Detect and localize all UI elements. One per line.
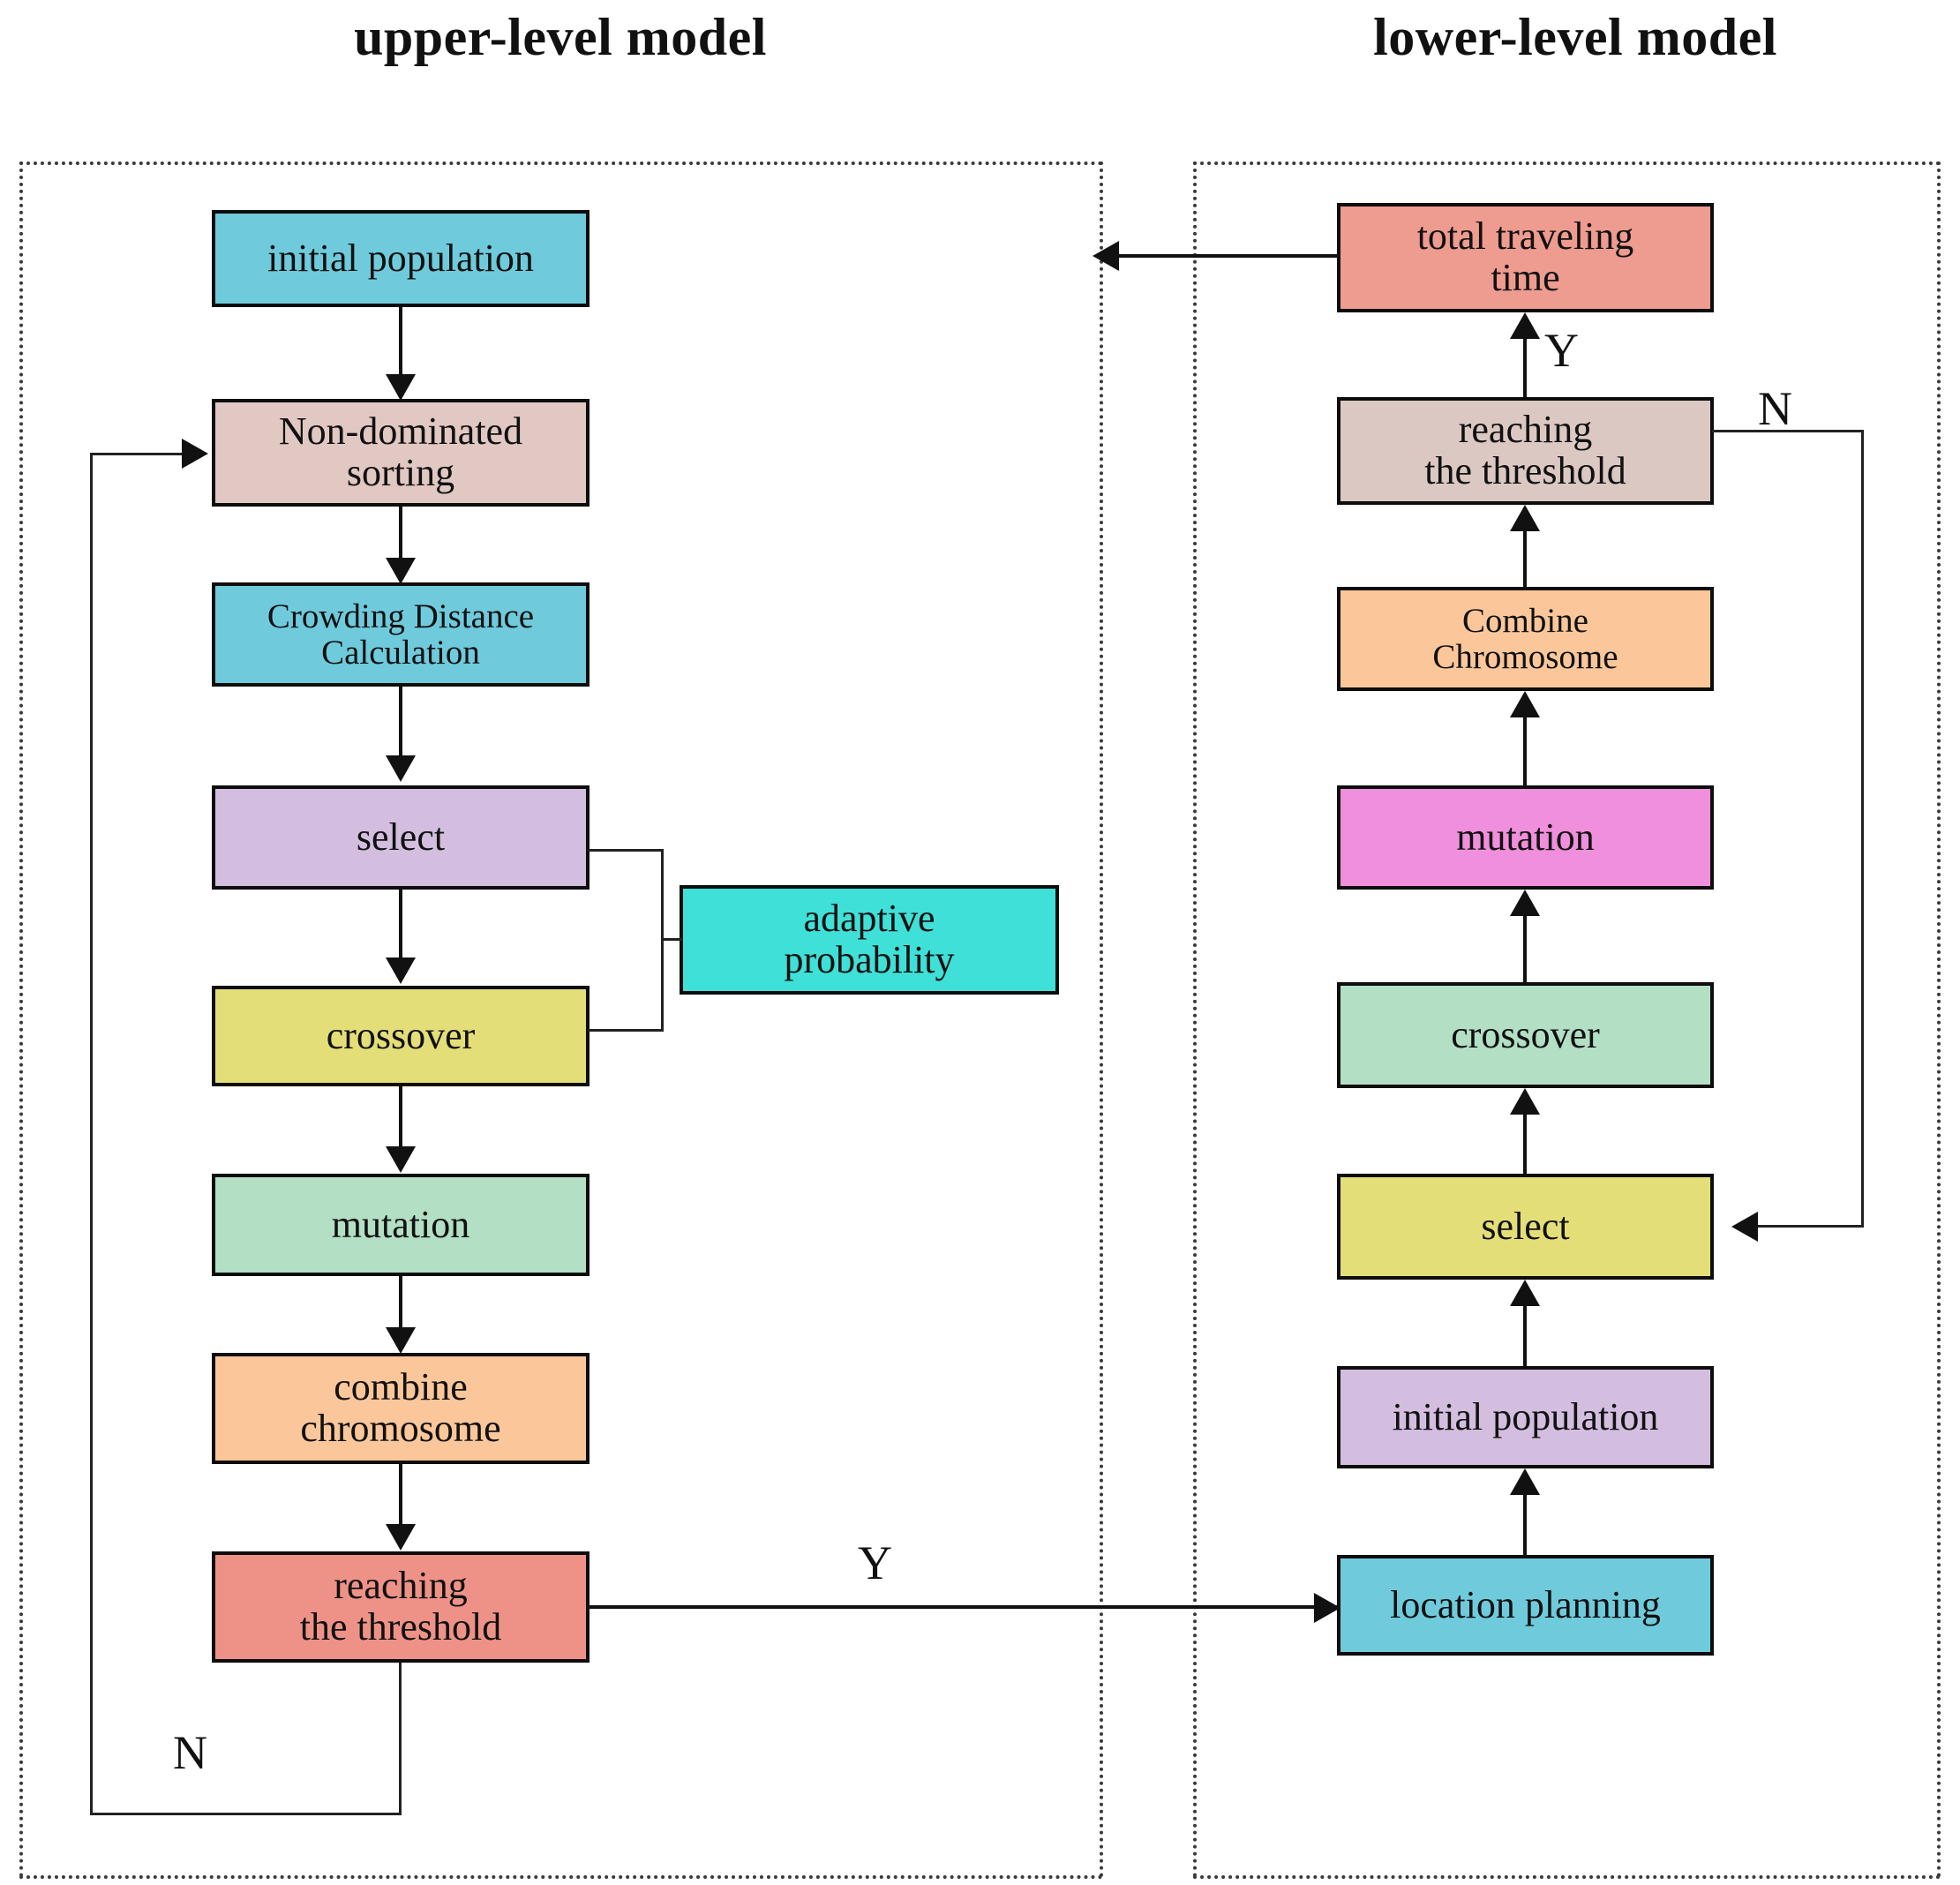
node-label: combine chromosome <box>300 1365 501 1450</box>
arrowhead-total-traveling-time <box>1510 312 1540 339</box>
upper-node-select[interactable]: select <box>212 785 590 890</box>
node-label: Crowding Distance Calculation <box>267 597 535 672</box>
upper-level-panel <box>19 161 1103 1879</box>
arrowhead-select <box>386 755 416 782</box>
edge-total-time-to-upper <box>1115 254 1339 258</box>
edge-threshold-to-total-yes <box>1523 337 1527 397</box>
edge-label-lower-no: N <box>1758 382 1792 435</box>
upper-node-non-dominated-sorting[interactable]: Non-dominated sorting <box>212 399 590 507</box>
edge-lower-no-right <box>1861 430 1864 1227</box>
edge-location-to-initial <box>1523 1491 1527 1555</box>
node-label: initial population <box>1392 1394 1659 1438</box>
edge-select-to-bracket <box>588 849 664 852</box>
edge-initial-to-select <box>1523 1304 1527 1366</box>
lower-node-location-planning[interactable]: location planning <box>1337 1555 1714 1656</box>
arrowhead-crowding <box>386 558 416 584</box>
node-label: total traveling time <box>1416 214 1634 299</box>
lower-node-combine-chromosome[interactable]: Combine Chromosome <box>1337 587 1714 691</box>
upper-node-crossover[interactable]: crossover <box>212 986 590 1086</box>
node-label: initial population <box>267 236 534 280</box>
edge-crowding-to-select <box>399 687 402 761</box>
arrowhead-lower-select <box>1510 1280 1540 1306</box>
node-label: reaching the threshold <box>1424 408 1626 492</box>
edge-select-to-crossover-lower <box>1523 1113 1527 1174</box>
node-label: location planning <box>1390 1582 1661 1626</box>
arrowhead-combine <box>386 1327 416 1354</box>
arrowhead-threshold <box>386 1524 416 1551</box>
edge-no-left <box>90 454 93 1815</box>
upper-node-initial-population[interactable]: initial population <box>212 210 590 307</box>
node-label: select <box>356 815 446 859</box>
edge-lower-no-top <box>1712 430 1864 432</box>
edge-mutation-to-combine <box>399 1276 402 1331</box>
edge-combine-to-threshold <box>399 1464 402 1528</box>
arrowhead-mutation <box>386 1146 416 1173</box>
upper-node-crowding-distance-calculation[interactable]: Crowding Distance Calculation <box>212 582 590 687</box>
lower-node-select[interactable]: select <box>1337 1174 1714 1280</box>
edge-crossover-to-bracket <box>588 1029 664 1032</box>
node-label: mutation <box>331 1202 470 1246</box>
node-label: crossover <box>1451 1012 1600 1056</box>
edge-select-to-crossover <box>399 890 402 961</box>
lower-level-panel <box>1193 161 1941 1879</box>
arrowhead-lower-threshold <box>1510 505 1540 531</box>
node-label: mutation <box>1456 815 1595 859</box>
node-label: reaching the threshold <box>299 1564 502 1648</box>
arrowhead-no-into-sorting <box>182 439 208 469</box>
lower-node-mutation[interactable]: mutation <box>1337 785 1714 890</box>
upper-node-mutation[interactable]: mutation <box>212 1174 590 1276</box>
upper-node-combine-chromosome[interactable]: combine chromosome <box>212 1353 590 1464</box>
edge-label-upper-no: N <box>173 1726 207 1779</box>
node-label: Non-dominated sorting <box>278 409 523 494</box>
arrowhead-crossover <box>386 958 416 984</box>
arrowhead-lower-combine <box>1510 691 1540 717</box>
lower-node-crossover[interactable]: crossover <box>1337 982 1714 1088</box>
edge-label-lower-yes: Y <box>1544 324 1579 377</box>
upper-level-title: upper-level model <box>354 8 767 66</box>
node-label: Combine Chromosome <box>1432 601 1618 676</box>
lower-node-initial-population[interactable]: initial population <box>1337 1366 1714 1468</box>
edge-sorting-to-crowding <box>399 507 402 561</box>
edge-lower-no-bottom <box>1756 1225 1864 1228</box>
edge-no-bottom <box>90 1813 402 1815</box>
edge-crossover-to-mutation-lower <box>1523 914 1527 982</box>
arrowhead-lower-mutation <box>1510 890 1540 916</box>
edge-crossover-to-mutation <box>399 1086 402 1150</box>
upper-node-reaching-the-threshold[interactable]: reaching the threshold <box>212 1551 590 1663</box>
upper-node-adaptive-probability[interactable]: adaptive probability <box>680 885 1059 995</box>
edge-combine-to-threshold-lower <box>1523 529 1527 587</box>
edge-label-upper-yes: Y <box>858 1536 892 1589</box>
edge-initial-to-sorting <box>399 307 402 379</box>
arrowhead-yes-location-planning <box>1314 1593 1340 1623</box>
arrowhead-initial-population <box>1510 1468 1540 1495</box>
arrowhead-back-to-upper <box>1093 241 1119 271</box>
lower-level-title: lower-level model <box>1373 8 1777 66</box>
edge-threshold-down-no <box>399 1663 402 1815</box>
arrowhead-lower-no-into-select <box>1731 1212 1758 1242</box>
edge-bracket-to-adaptive <box>661 938 682 941</box>
node-label: adaptive probability <box>784 897 955 981</box>
lower-node-total-traveling-time[interactable]: total traveling time <box>1337 203 1714 312</box>
edge-no-into-sorting <box>90 453 194 455</box>
arrowhead-sorting <box>386 374 416 401</box>
lower-node-reaching-the-threshold[interactable]: reaching the threshold <box>1337 397 1714 505</box>
edge-threshold-yes <box>588 1605 1340 1609</box>
node-label: select <box>1481 1204 1570 1248</box>
edge-mutation-to-combine-lower <box>1523 716 1527 785</box>
node-label: crossover <box>326 1013 476 1057</box>
arrowhead-lower-crossover <box>1510 1088 1540 1115</box>
